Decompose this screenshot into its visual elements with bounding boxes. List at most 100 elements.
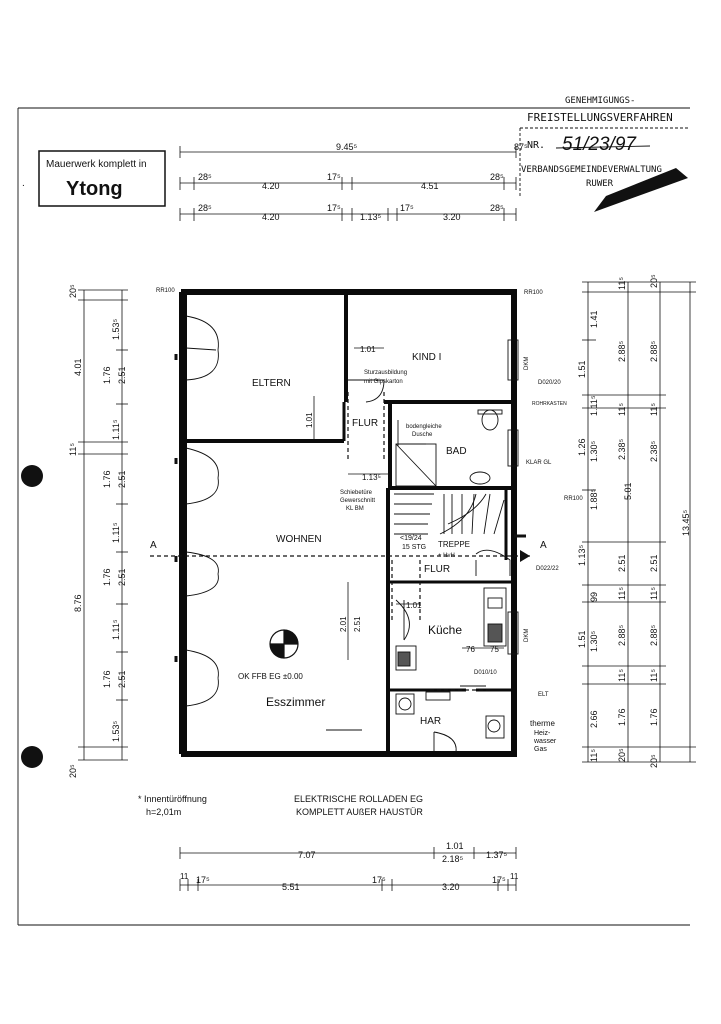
note-sturz1: Sturzausbildung [364,370,407,376]
dim-right-c2-7: 11⁵ [617,587,627,600]
dim-top-r3-3: 17⁵ [327,203,341,213]
note-sturz2: mit Gipskarton [364,379,403,385]
right-dimensions: 1.41 1.51 1.11⁵ 1.26 1.30⁵ 1.88⁵ 1.13⁵ 9… [577,274,696,768]
dim-bottom-r2-2: 17⁵ [196,875,210,885]
dim-left-o2: 4.01 [73,358,83,376]
dim-bottom-r2-6: 17⁵ [492,875,506,885]
note-dkm-2: DKM [524,629,530,642]
dim-bottom-4: 1.37⁵ [486,850,508,860]
note-klar-gl: KLAR GL [526,460,552,466]
note-elt: ELT [538,692,549,698]
dim-left-i3: 2.51 [117,366,127,384]
note-dim-101a: 1.01 [360,345,376,354]
dashed-openings [150,392,530,691]
dim-right-c1-8: 99 [589,592,599,602]
dim-left-i9: 2.51 [117,568,127,586]
note-dim-76: 76 [466,645,475,654]
dim-top-r2-3: 17⁵ [327,172,341,182]
bathroom-fixtures [395,409,503,487]
dim-right-c2-11: 20⁵ [617,748,627,762]
note-rr-mid: RR100 [564,496,583,502]
dim-right-c3-7: 2.88⁵ [649,624,659,646]
note-steps: <19/24 [400,535,422,542]
interior-dimension-lines [313,347,504,660]
dim-right-c3-4: 2.38⁵ [649,440,659,462]
dim-right-c3-8: 11⁵ [649,669,659,682]
stamp-nr-value: 51/23/97 [562,134,637,155]
note-innentuer: * Innentüröffnung [138,794,207,804]
dim-top-r3-4: 1.13⁵ [360,212,382,222]
windows-left [174,315,219,707]
dim-top-r2-4: 4.51 [421,181,439,191]
dim-top-r2-5: 28⁵ [490,172,504,182]
dim-bottom-2: 1.01 [446,841,464,851]
note-dim-101b: 1.01 [305,412,314,428]
room-kueche: Küche [428,623,462,637]
dim-top-r3-2: 4.20 [262,212,280,222]
dim-bottom-r2-7: 11 [510,872,519,881]
bottom-dimensions: 7.07 1.01 2.18⁵ 1.37⁵ 11 17⁵ 5.51 17⁵ 3.… [179,841,519,892]
note-dim-1135: 1.13⁵ [362,473,381,482]
room-treppe: TREPPE [438,540,470,549]
reference-point-icon [269,629,299,659]
dim-right-c1-10: 1.30⁵ [589,630,599,652]
dim-right-c3-9: 1.76 [649,708,659,726]
note-rr-tl: RR100 [156,288,175,294]
room-bad: BAD [446,446,467,457]
punch-hole-bottom [21,746,43,768]
logo-line1: Mauerwerk komplett in [46,159,147,170]
bottom-notes: * Innentüröffnung h=2,01m ELEKTRISCHE RO… [138,794,423,817]
dim-right-c1-9: 1.51 [577,630,587,648]
note-dim-201: 2.01 [339,616,348,632]
dim-bottom-r2-3: 5.51 [282,882,300,892]
note-ok-ffb: OK FFB EG ±0.00 [238,672,303,681]
note-d020: D020/20 [538,380,561,386]
note-bodengleich2: Dusche [412,432,433,438]
dim-right-c1-1: 1.41 [589,310,599,328]
dim-bottom-1: 7.07 [298,850,316,860]
dim-right-c1-4: 1.26 [577,438,587,456]
note-therme1: therme [530,719,555,728]
annotations: RR100 RR100 RR100 Sturzausbildung mit Gi… [156,288,583,753]
dim-left-i10: 1.11⁵ [111,619,121,640]
kitchen [326,587,507,739]
logo-line2: Ytong [66,178,123,200]
note-dim-101c: 1.01 [406,601,422,610]
stamp-place: RUWER [586,179,614,189]
dim-top-r3-7: 28⁵ [490,203,504,213]
room-har: HAR [420,716,441,727]
dim-top-total: 9.45⁵ [336,142,358,152]
dim-top-r3-1: 28⁵ [198,203,212,213]
dim-left-i8: 1.76 [102,568,112,586]
dim-left-i7: 1.11⁵ [111,522,121,543]
svg-text:.: . [22,178,25,189]
stamp-line1: GENEHMIGUNGS- [565,96,635,106]
room-esszimmer: Esszimmer [266,695,325,709]
note-therme4: Gas [534,746,547,753]
dim-right-c2-5: 5.01 [623,482,633,500]
note-komplett: KOMPLETT AUßER HAUSTÜR [296,807,423,817]
dim-top-r2-1: 28⁵ [198,172,212,182]
dim-right-c1-7: 1.13⁵ [577,544,587,566]
note-schiebe1: Schiebetüre [340,490,373,496]
section-a-right: A [540,540,547,551]
dim-right-c1-2: 1.51 [577,360,587,378]
section-a-left: A [150,540,157,551]
stamp-signature-mark [594,168,688,212]
dim-left-o4: 8.76 [73,594,83,612]
punch-hole-top [21,465,43,487]
note-hoehe: h=2,01m [146,807,181,817]
dim-bottom-r2-4: 17⁵ [372,875,386,885]
note-steps2: 15 STG [402,544,426,551]
dim-right-c3-10: 20⁵ [649,754,659,768]
dim-right-total: 13.45⁵ [681,509,691,536]
dim-right-c1-12: 11⁵ [589,749,599,762]
stamp-line2: FREISTELLUNGSVERFAHREN [527,111,673,124]
note-rohrkasten: ROHRKASTEN [532,401,567,407]
note-therme3: wasser [533,738,557,745]
dim-right-c3-3: 11⁵ [649,403,659,416]
dim-bottom-3: 2.18⁵ [442,854,464,864]
room-flur-top: FLUR [352,418,378,429]
dim-bottom-r2-1: 11 [180,872,189,881]
note-rolladen: ELEKTRISCHE ROLLADEN EG [294,794,423,804]
